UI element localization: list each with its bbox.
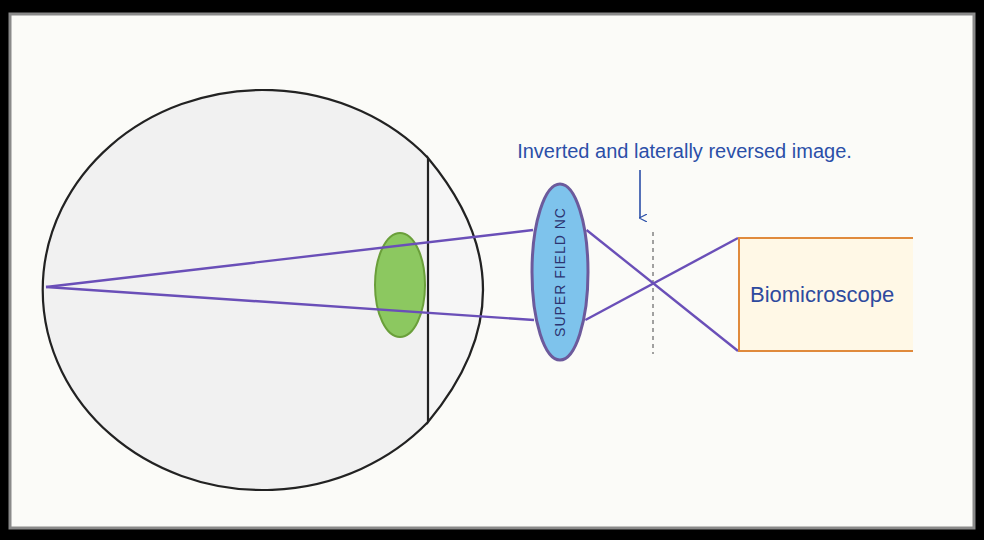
cornea-outline	[428, 158, 483, 422]
pointer-arrow	[639, 170, 641, 218]
image-plane	[652, 232, 654, 354]
limbus-line	[427, 158, 429, 422]
light-ray	[46, 230, 533, 287]
lens-shape	[532, 184, 588, 360]
paper-frame	[10, 14, 974, 528]
light-ray	[587, 230, 738, 351]
instrument-outline	[739, 238, 913, 351]
instrument-name: Biomicroscope	[750, 282, 894, 308]
light-ray	[585, 238, 738, 320]
instrument-fill	[739, 238, 913, 351]
lens-name: SUPER FIELD NC	[552, 207, 568, 337]
condensing-lens: SUPER FIELD NC	[530, 182, 590, 362]
light-ray	[46, 287, 534, 320]
annotation-note: Inverted and laterally reversed image.	[512, 138, 857, 164]
biomicroscope-body: Biomicroscope	[738, 237, 913, 352]
